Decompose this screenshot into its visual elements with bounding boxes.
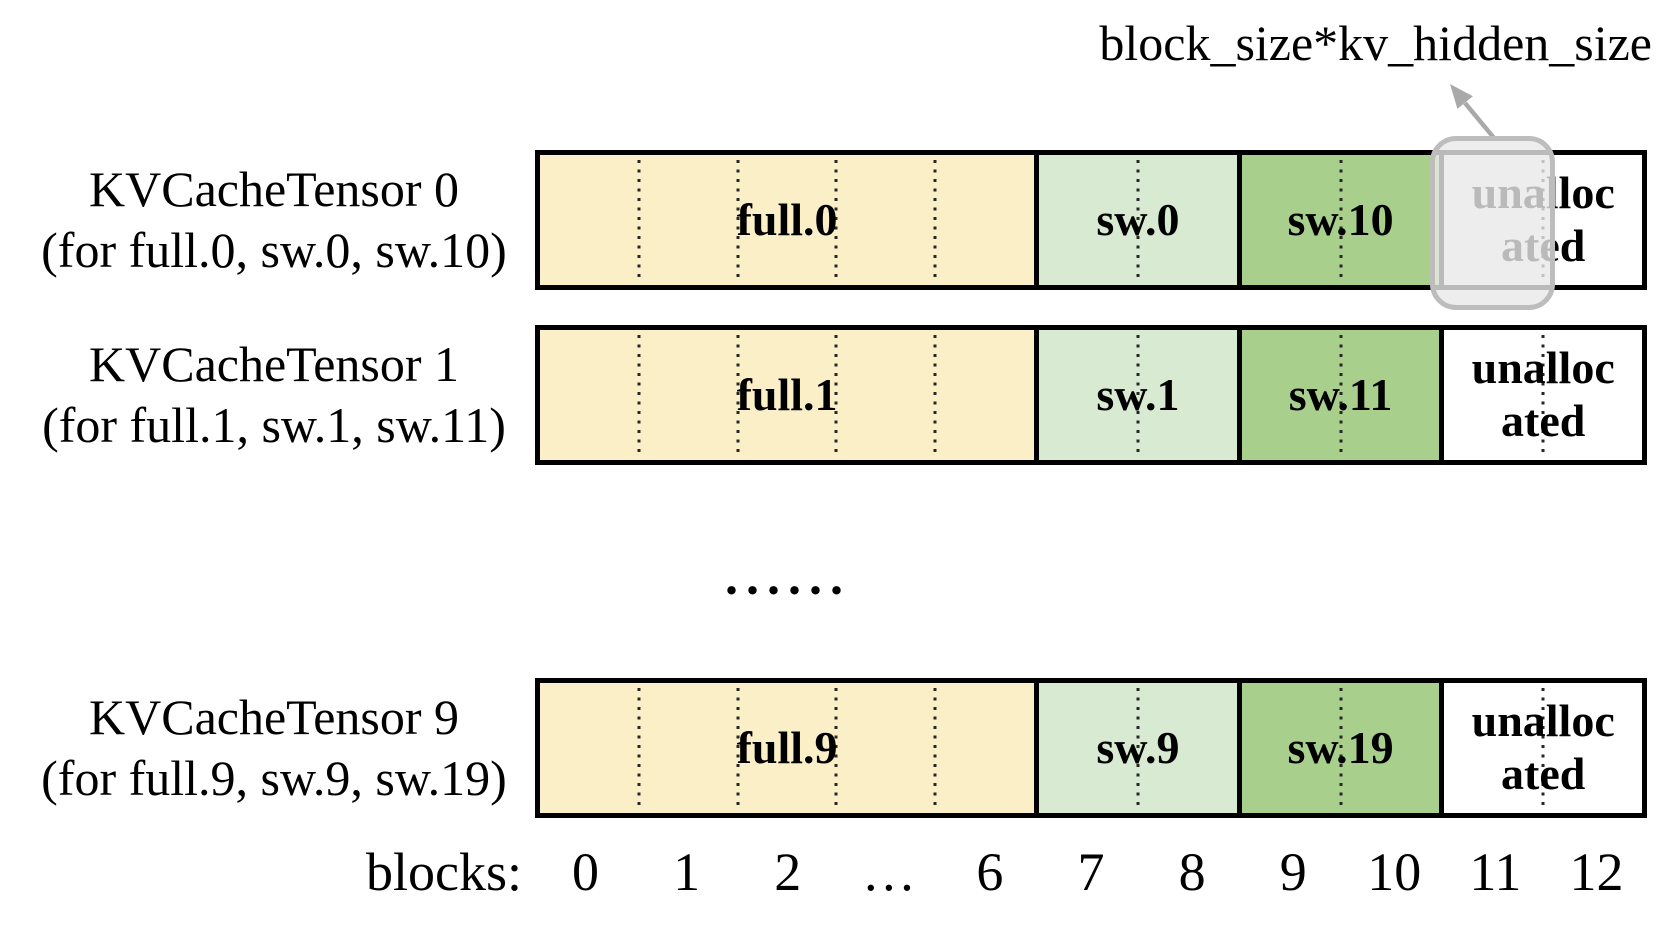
block-divider	[1339, 160, 1343, 280]
tensor-9-bar: full.9 sw.9 sw.19 unallocated	[535, 678, 1647, 818]
segment-label: sw.19	[1287, 721, 1394, 773]
segment-unallocated-9: unallocated	[1439, 683, 1643, 813]
axis-tick: 6	[976, 842, 1004, 902]
segment-label: full.1	[736, 368, 838, 420]
axis-blocks-label: blocks:	[366, 842, 522, 902]
axis-tick: 8	[1178, 842, 1206, 902]
axis-tick: 7	[1077, 842, 1105, 902]
segment-label: full.0	[736, 193, 838, 245]
block-divider	[637, 688, 641, 808]
axis-tick: 1	[673, 842, 701, 902]
block-divider	[637, 160, 641, 280]
segment-full-9: full.9	[540, 683, 1035, 813]
segment-unallocated-1: unallocated	[1439, 330, 1643, 460]
segment-sw-0: sw.0	[1034, 155, 1237, 285]
axis-tick: 0	[572, 842, 600, 902]
segment-label: sw.9	[1096, 721, 1180, 773]
axis-ticks: 0 1 2 … 6 7 8 9 10 11 12	[535, 836, 1647, 908]
axis-tick: 2	[774, 842, 802, 902]
rows-ellipsis: ......	[725, 549, 851, 606]
block-divider	[736, 335, 740, 455]
block-divider	[933, 160, 937, 280]
axis-tick: …	[861, 842, 916, 902]
block-divider	[1136, 335, 1140, 455]
annotation-arrow-icon	[1450, 84, 1496, 140]
block-divider	[1136, 688, 1140, 808]
tensor-1-bar: full.1 sw.1 sw.11 unallocated	[535, 325, 1647, 465]
segment-label: sw.0	[1096, 193, 1180, 245]
tensor-0-subtitle: (for full.0, sw.0, sw.10)	[41, 222, 507, 278]
segment-sw-19: sw.19	[1236, 683, 1440, 813]
segment-label: sw.10	[1287, 193, 1394, 245]
block-divider	[933, 688, 937, 808]
block-divider	[1541, 335, 1545, 455]
block-divider	[1136, 160, 1140, 280]
segment-label: unallocated	[1471, 342, 1615, 446]
tensor-0-bar: full.0 sw.0 sw.10 unallocated	[535, 150, 1647, 290]
tensor-1-subtitle: (for full.1, sw.1, sw.11)	[42, 397, 506, 453]
block-divider	[834, 688, 838, 808]
tensor-0-label: KVCacheTensor 0 (for full.0, sw.0, sw.10…	[18, 150, 530, 290]
segment-full-0: full.0	[540, 155, 1035, 285]
segment-sw-11: sw.11	[1236, 330, 1440, 460]
block-divider	[834, 160, 838, 280]
segment-label: sw.11	[1288, 368, 1393, 420]
segment-sw-10: sw.10	[1236, 155, 1440, 285]
block-divider	[834, 335, 838, 455]
tensor-1-title: KVCacheTensor 1	[89, 336, 459, 392]
block-divider	[736, 688, 740, 808]
block-divider	[637, 335, 641, 455]
block-divider	[736, 160, 740, 280]
block-divider	[933, 335, 937, 455]
segment-sw-9: sw.9	[1034, 683, 1237, 813]
segment-label: sw.1	[1096, 368, 1180, 420]
tensor-9-label: KVCacheTensor 9 (for full.9, sw.9, sw.19…	[18, 678, 530, 818]
block-divider	[1339, 688, 1343, 808]
annotation-block-size: block_size*kv_hidden_size	[1099, 15, 1652, 71]
axis-tick: 11	[1469, 842, 1522, 902]
axis-tick: 12	[1569, 842, 1624, 902]
segment-sw-1: sw.1	[1034, 330, 1237, 460]
axis-tick: 10	[1367, 842, 1422, 902]
block-divider	[1541, 688, 1545, 808]
block-divider	[1339, 335, 1343, 455]
highlight-box-block	[1430, 136, 1555, 310]
segment-full-1: full.1	[540, 330, 1035, 460]
axis-tick: 9	[1279, 842, 1307, 902]
tensor-1-label: KVCacheTensor 1 (for full.1, sw.1, sw.11…	[18, 325, 530, 465]
segment-label: full.9	[736, 721, 838, 773]
tensor-9-subtitle: (for full.9, sw.9, sw.19)	[41, 750, 507, 806]
tensor-0-title: KVCacheTensor 0	[89, 161, 459, 217]
segment-label: unallocated	[1471, 695, 1615, 799]
tensor-9-title: KVCacheTensor 9	[89, 689, 459, 745]
